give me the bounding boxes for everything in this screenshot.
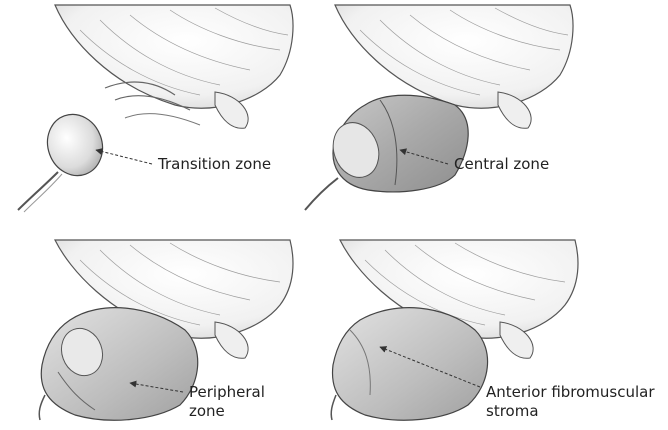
panel-transition-zone	[18, 5, 293, 212]
panel-central-zone	[305, 5, 573, 210]
arrow-transition-zone	[96, 150, 152, 164]
urethra	[18, 172, 58, 210]
transition-zone-nodule	[39, 107, 111, 184]
stroma-shape	[332, 308, 487, 421]
label-anterior-fibromuscular-stroma: Anterior fibromuscular stroma	[486, 383, 655, 421]
bladder-shape	[335, 5, 573, 108]
peripheral-zone-shape	[41, 308, 197, 421]
label-central-zone: Central zone	[454, 155, 549, 174]
label-transition-zone: Transition zone	[158, 155, 271, 174]
label-peripheral-zone: Peripheral zone	[189, 383, 265, 421]
bladder-shape	[55, 5, 293, 108]
